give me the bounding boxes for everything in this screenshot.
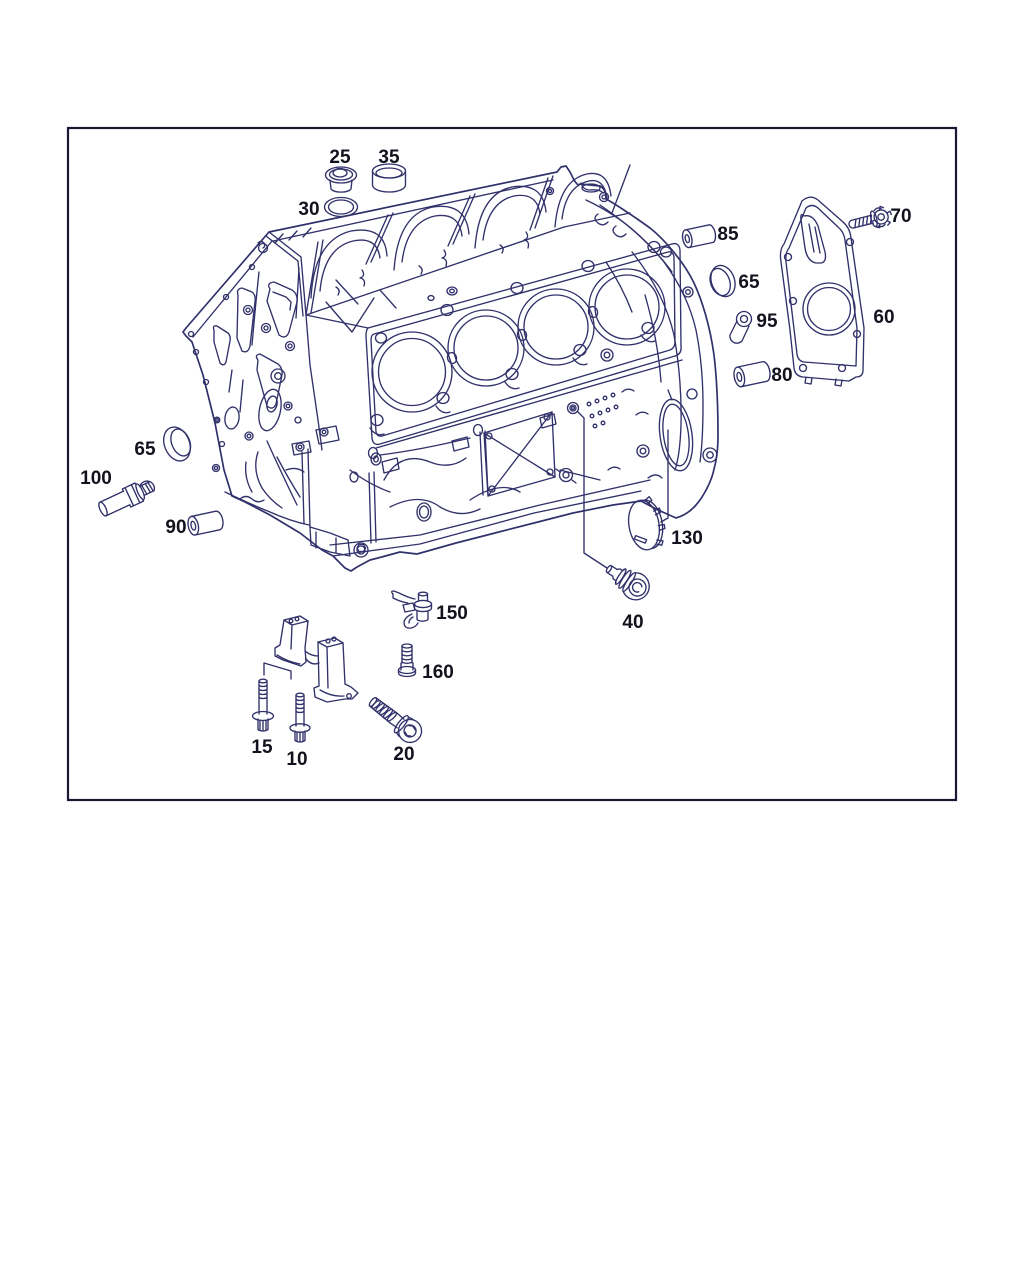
svg-text:30: 30	[298, 199, 319, 220]
svg-text:20: 20	[393, 744, 414, 765]
svg-text:35: 35	[378, 147, 400, 168]
svg-text:130: 130	[671, 528, 703, 549]
svg-text:95: 95	[756, 311, 778, 332]
svg-text:40: 40	[622, 612, 643, 633]
svg-text:65: 65	[738, 272, 760, 293]
svg-text:60: 60	[873, 307, 894, 328]
svg-text:85: 85	[717, 224, 739, 245]
svg-text:150: 150	[436, 603, 468, 624]
svg-text:80: 80	[771, 365, 792, 386]
svg-text:10: 10	[286, 749, 307, 770]
svg-text:65: 65	[134, 439, 156, 460]
svg-text:25: 25	[329, 147, 351, 168]
svg-text:90: 90	[165, 517, 186, 538]
svg-text:160: 160	[422, 662, 454, 683]
svg-text:15: 15	[251, 737, 273, 758]
svg-text:100: 100	[80, 468, 112, 489]
svg-text:70: 70	[890, 206, 911, 227]
